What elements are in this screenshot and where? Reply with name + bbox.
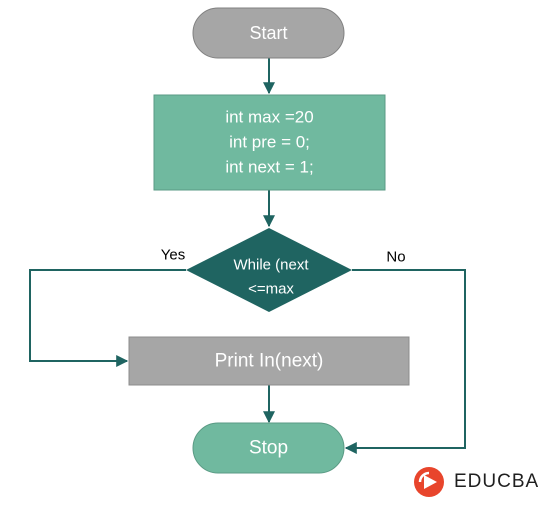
- decision-line-2: <=max: [248, 281, 294, 298]
- decision-diamond-shape: [186, 228, 352, 312]
- decision-line-1: While (next: [233, 257, 309, 274]
- edge-decision-yes-to-print: [29, 269, 186, 367]
- start-node: Start: [192, 7, 345, 59]
- yes-label: Yes: [161, 247, 185, 264]
- no-label: No: [386, 249, 405, 266]
- start-terminal-shape: [192, 7, 345, 59]
- init-line-1: int max =20: [225, 108, 313, 127]
- decision-node: While (next <=max: [186, 228, 352, 312]
- educba-logo-text: EDUCBA: [454, 471, 538, 492]
- stop-node: Stop: [192, 422, 345, 474]
- stop-terminal-shape: [192, 422, 345, 474]
- stop-label: Stop: [249, 438, 288, 459]
- init-line-3: int next = 1;: [225, 158, 313, 177]
- edges: [29, 58, 466, 454]
- educba-logo: EDUCBA: [412, 465, 538, 499]
- start-label: Start: [249, 23, 287, 43]
- print-process-shape: [128, 336, 410, 386]
- init-process-shape: [153, 94, 386, 191]
- init-node: int max =20 int pre = 0; int next = 1;: [153, 94, 386, 191]
- print-node: Print In(next): [128, 336, 410, 386]
- init-line-2: int pre = 0;: [229, 133, 310, 152]
- edge-decision-no-to-stop: [344, 269, 466, 454]
- print-label: Print In(next): [215, 351, 324, 372]
- educba-logo-icon: [414, 467, 444, 497]
